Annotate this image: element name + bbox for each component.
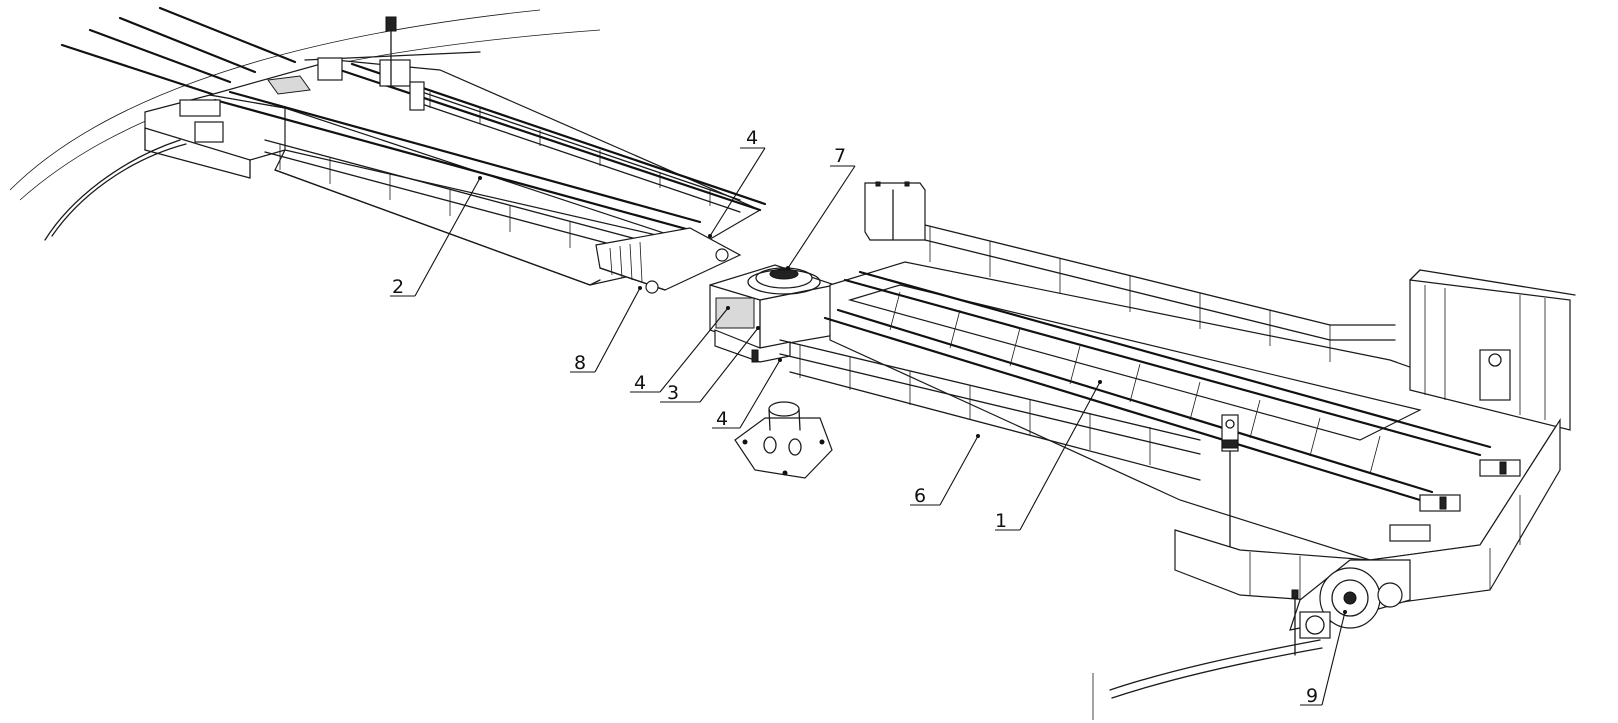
drive-mechanism [1289,559,1411,656]
callout-6: 6 [910,434,980,507]
pivot-base-detail [734,401,833,479]
callout-label-7: 7 [834,145,846,167]
callout-label-6: 6 [914,485,926,507]
callout-label-8: 8 [574,352,586,374]
callout-7: 7 [786,145,856,270]
circular-track-arcs [9,9,1323,720]
callout-label-3: 3 [667,382,679,404]
callout-label-9: 9 [1306,685,1318,707]
right-bridge-girder [779,181,1576,656]
callout-5: 4 [712,358,782,430]
callout-label-2: 2 [392,276,404,298]
callout-2: 2 [390,176,482,298]
callout-4-lower: 4 [630,306,730,394]
callout-label-1: 1 [995,510,1007,532]
callout-label-5: 4 [716,408,728,430]
center-pivot-assembly [595,227,836,479]
callout-4-upper: 4 [708,127,766,238]
callout-3: 3 [660,326,760,404]
callout-label-4-lower: 4 [634,372,646,394]
left-bridge-girder [60,6,767,286]
callout-label-4-upper: 4 [746,127,758,149]
callout-1: 1 [995,380,1102,532]
callout-9: 9 [1300,610,1347,707]
callout-8: 8 [570,286,642,374]
